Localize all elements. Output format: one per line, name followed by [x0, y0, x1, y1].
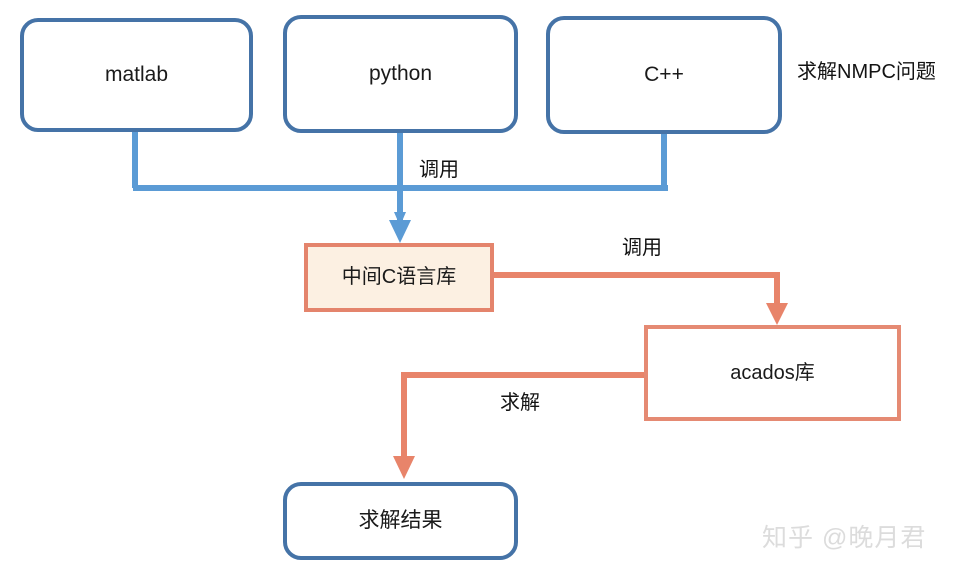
node-acados-label: acados库 [730, 361, 815, 384]
node-cpp[interactable]: C++ [546, 16, 782, 134]
node-acados[interactable]: acados库 [644, 325, 901, 421]
node-result[interactable]: 求解结果 [283, 482, 518, 560]
edge-langs-to-clib [132, 132, 668, 243]
node-matlab-label: matlab [104, 62, 169, 86]
node-result-label: 求解结果 [358, 508, 443, 532]
edge-acados-to-result [393, 372, 644, 479]
watermark: 知乎 @晚月君 [762, 524, 927, 552]
edge-label-acados-to-result: 求解 [500, 392, 540, 414]
annotation-nmpc-note: 求解NMPC问题 [797, 61, 936, 83]
edge-label-langs-to-clib: 调用 [419, 159, 459, 181]
node-cpp-label: C++ [644, 62, 684, 86]
node-c-library[interactable]: 中间C语言库 [304, 243, 494, 312]
node-matlab[interactable]: matlab [20, 18, 253, 132]
edge-clib-to-acados [494, 272, 788, 325]
edge-label-clib-to-acados: 调用 [622, 237, 662, 259]
node-c-library-label: 中间C语言库 [341, 266, 457, 288]
node-python-label: python [368, 61, 433, 85]
node-python[interactable]: python [283, 15, 518, 133]
